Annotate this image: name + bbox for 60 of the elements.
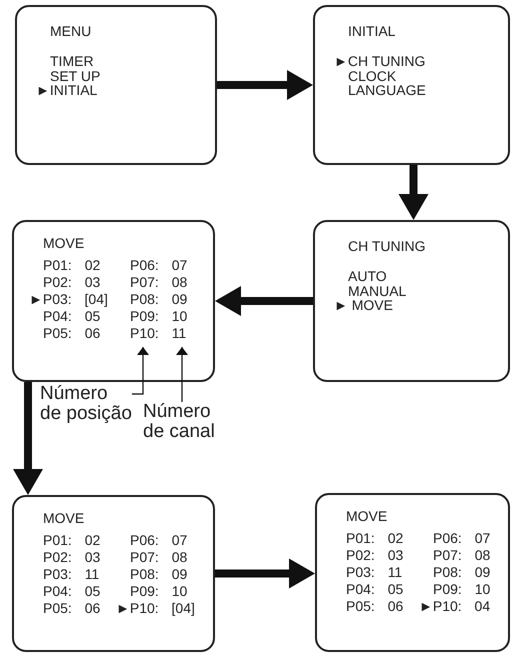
screen-box [12,495,215,652]
channel-entry: P05: 06 [346,599,404,613]
arrow [13,382,43,495]
screen-box [313,5,510,165]
channel-entry: P05: 06 [43,326,100,340]
channel-entry: P02: 03 [43,275,100,289]
menu-item: MANUAL [348,284,406,298]
channel-entry: P09: 10 [130,584,188,598]
screen-title: MOVE [43,511,84,525]
screen-title: MOVE [346,509,388,523]
callout-label: Número de posição [40,384,132,424]
channel-entry: P02: 03 [43,550,100,564]
leader-line [132,347,149,395]
channel-entry: P01: 02 [346,531,404,545]
arrow [217,70,313,100]
channel-entry: P07: 08 [130,275,188,289]
channel-entry: ►P10: [04] [116,601,195,615]
channel-entry: ►P10: 04 [419,599,490,613]
screen-box [15,5,217,165]
channel-entry: P04: 05 [346,582,404,596]
channel-entry: P08: 09 [130,292,188,306]
channel-entry: P04: 05 [43,584,100,598]
screen-title: MENU [50,24,92,38]
menu-item: AUTO [348,269,387,283]
leader-line [176,347,188,402]
channel-entry: P06: 07 [130,258,188,272]
screen-box [313,220,510,382]
channel-entry: P09: 10 [433,582,490,596]
channel-entry: P03: 11 [43,567,100,581]
menu-item: SET UP [50,68,100,82]
callout-label: Número de canal [143,402,215,442]
menu-item: ► MOVE [334,298,393,312]
channel-entry: P06: 07 [433,531,490,545]
menu-item: ►CH TUNING [334,54,426,68]
channel-entry: P07: 08 [433,548,490,562]
channel-entry: P02: 03 [346,548,404,562]
menu-item: LANGUAGE [348,83,426,97]
arrow [215,286,313,316]
arrow [398,165,428,220]
channel-entry: P06: 07 [130,533,188,547]
menu-item: ►INITIAL [36,83,98,97]
channel-entry: P07: 08 [130,550,188,564]
arrow [215,558,315,588]
screen-title: CH TUNING [348,239,426,253]
channel-entry: P10: 11 [130,326,186,340]
screen-title: INITIAL [348,24,396,38]
channel-entry: P03: 11 [346,565,402,579]
screen-box [315,493,510,652]
channel-entry: P01: 02 [43,258,100,272]
menu-item: TIMER [50,54,94,68]
channel-entry: P08: 09 [130,567,188,581]
screen-title: MOVE [43,236,84,250]
channel-entry: P05: 06 [43,601,100,615]
screen-box [12,220,215,382]
channel-entry: ►P03: [04] [29,292,108,306]
channel-entry: P01: 02 [43,533,100,547]
channel-entry: P09: 10 [130,309,188,323]
channel-entry: P04: 05 [43,309,100,323]
menu-item: CLOCK [348,68,396,82]
channel-entry: P08: 09 [433,565,490,579]
